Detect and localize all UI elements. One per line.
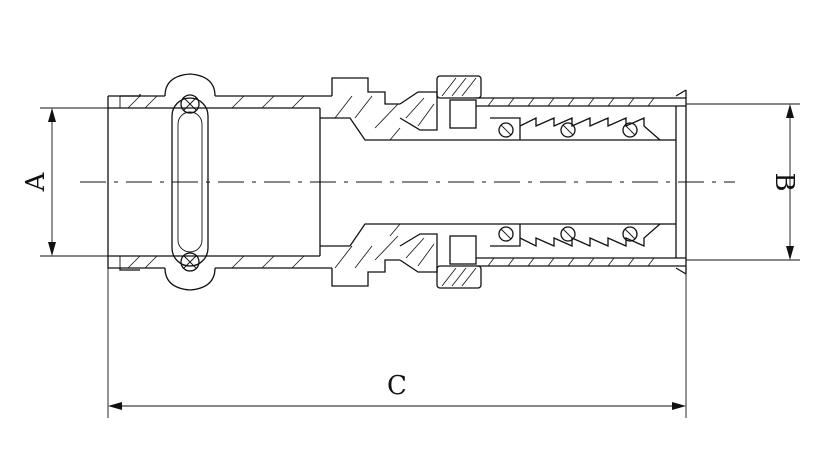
dimension-label-a: A bbox=[21, 171, 51, 192]
dimension-label-b: B bbox=[769, 172, 799, 191]
dimension-b: B bbox=[686, 103, 800, 261]
clamp-ring bbox=[399, 75, 482, 289]
pipe-sleeve bbox=[476, 89, 687, 275]
dimension-c: C bbox=[107, 268, 687, 418]
dimension-a: A bbox=[21, 107, 108, 257]
dimension-label-c: C bbox=[387, 371, 407, 401]
body-transition bbox=[319, 77, 520, 287]
barbed-insert bbox=[490, 116, 676, 248]
press-socket-end bbox=[107, 73, 332, 291]
